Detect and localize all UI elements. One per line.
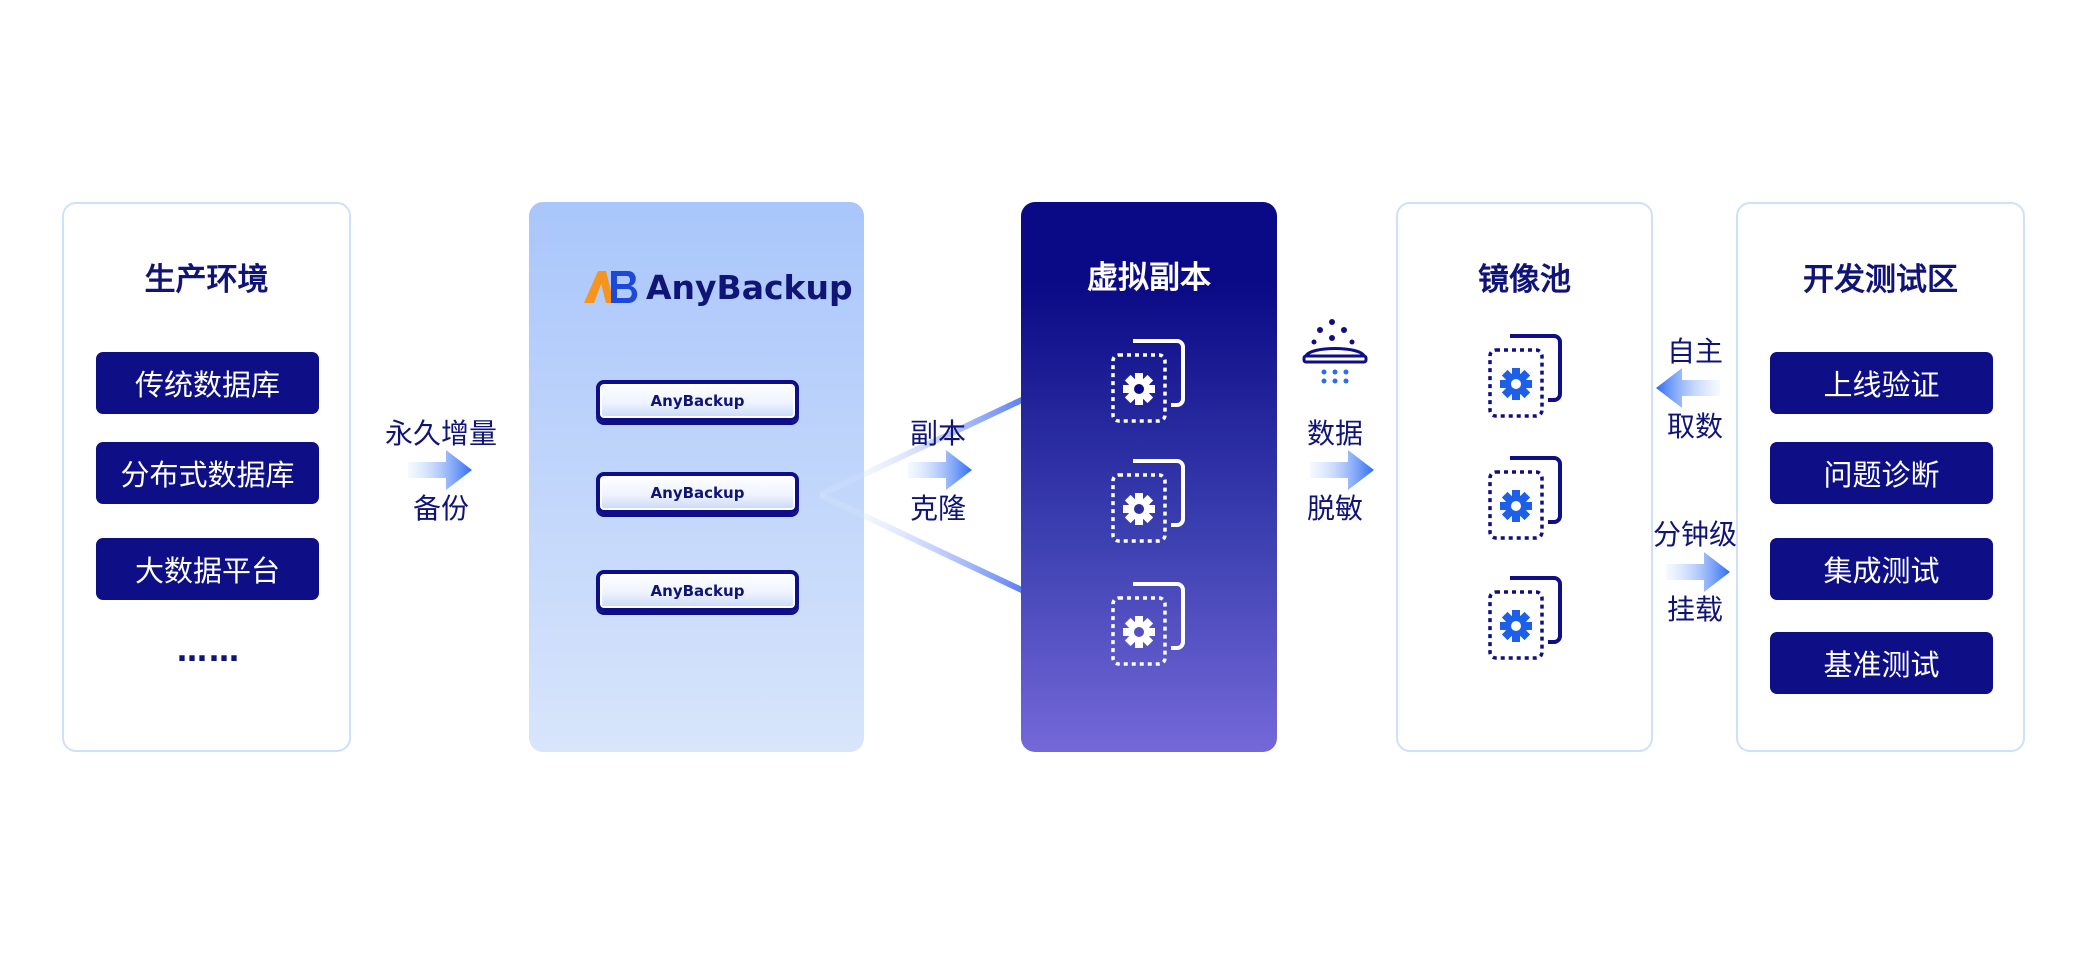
devtest-item-diagnosis: 问题诊断	[1770, 442, 1993, 504]
virtual-copy-icon-3	[1111, 582, 1185, 666]
mirror-image-icon-3	[1488, 576, 1562, 660]
devtest-item-integration-test: 集成测试	[1770, 538, 1993, 600]
data-masking-icon	[1302, 319, 1368, 384]
production-item-bigdata: 大数据平台	[96, 538, 319, 600]
flow-fetch-label-2: 取数	[1666, 410, 1723, 443]
virtual-copy-icon-1	[1111, 339, 1185, 423]
flow-clone-label-2: 克隆	[909, 492, 966, 525]
flow-masking-label-2: 脱敏	[1306, 492, 1363, 525]
flow-masking-label-1: 数据	[1306, 417, 1363, 450]
anybackup-logo-text: AnyBackup	[646, 267, 853, 307]
flow-clone-arrow-icon	[908, 450, 972, 490]
flow-mount-label-1: 分钟级	[1652, 518, 1737, 551]
production-title: 生产环境	[144, 262, 269, 298]
anybackup-panel: AnyBackup AnyBackup AnyBackup AnyBackup	[529, 202, 864, 752]
virtual-copy-title: 虚拟副本	[1087, 260, 1211, 296]
anybackup-logo: AnyBackup	[584, 267, 853, 307]
production-panel: 生产环境 传统数据库 分布式数据库 大数据平台 ……	[62, 202, 351, 752]
production-item-traditional-db: 传统数据库	[96, 352, 319, 414]
production-more: ……	[177, 634, 241, 669]
flow-incremental-arrow-icon	[408, 450, 472, 490]
mirror-pool-panel: 镜像池	[1396, 202, 1653, 752]
flow-incremental-label-2: 备份	[412, 492, 469, 525]
flow-masking-arrow-icon	[1310, 450, 1374, 490]
flow-fetch-arrow-icon	[1656, 368, 1720, 408]
devtest-item-release-verify: 上线验证	[1770, 352, 1993, 414]
flow-incremental-label-1: 永久增量	[384, 417, 497, 450]
devtest-item-benchmark: 基准测试	[1770, 632, 1993, 694]
devtest-title: 开发测试区	[1803, 262, 1958, 298]
virtual-copy-icon-2	[1111, 459, 1185, 543]
anybackup-server-1: AnyBackup	[596, 380, 799, 422]
production-item-distributed-db: 分布式数据库	[96, 442, 319, 504]
devtest-panel: 开发测试区 上线验证 问题诊断 集成测试 基准测试	[1736, 202, 2025, 752]
virtual-copy-panel: 虚拟副本	[1021, 202, 1277, 752]
flow-mount-label-2: 挂载	[1666, 593, 1723, 626]
flow-clone-label-1: 副本	[909, 417, 966, 450]
mirror-pool-title: 镜像池	[1478, 262, 1571, 298]
anybackup-logo-icon	[584, 271, 638, 303]
flow-mount-arrow-icon	[1666, 552, 1730, 592]
flow-fetch-label-1: 自主	[1666, 335, 1723, 368]
anybackup-server-2: AnyBackup	[596, 472, 799, 514]
mirror-image-icon-1	[1488, 334, 1562, 418]
mirror-image-icon-2	[1488, 456, 1562, 540]
anybackup-server-3: AnyBackup	[596, 570, 799, 612]
